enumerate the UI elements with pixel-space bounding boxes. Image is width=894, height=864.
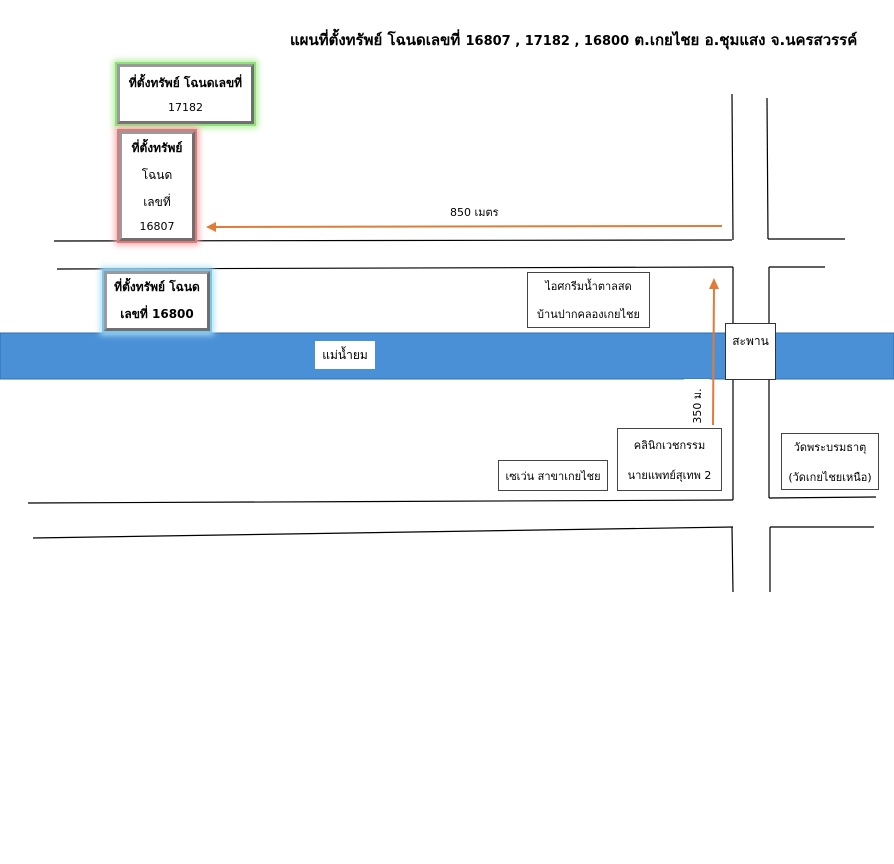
plot-label: ที่ตั้งทรัพย์	[131, 141, 183, 155]
title-numbers: 16807 , 17182 , 16800	[465, 34, 630, 49]
plot-number: เลขที่ 16800	[120, 307, 194, 321]
road-line	[27, 499, 734, 504]
ice-cream-shop-box: ไอศกรีมน้ำตาลสด บ้านปากคลองเกยไชย	[527, 272, 650, 328]
road-line	[731, 93, 734, 241]
plot-16807-box: ที่ตั้งทรัพย์ โฉนด เลขที่ 16807	[119, 131, 195, 241]
vertical-arrowhead	[709, 278, 719, 289]
landmark-label: (วัดเกยไชยเหนือ)	[788, 470, 872, 484]
road-lines	[27, 93, 877, 593]
plot-17182-box: ที่ตั้งทรัพย์ โฉนดเลขที่ 17182	[117, 64, 254, 124]
plot-number: 16807	[139, 220, 175, 233]
plot-label: เลขที่	[143, 195, 171, 209]
road-line	[56, 266, 734, 270]
plot-label: โฉนด	[141, 168, 173, 182]
road-line	[768, 496, 877, 499]
horizontal-arrow	[213, 225, 723, 228]
landmark-label: นายแพทย์สุเทพ 2	[627, 468, 712, 482]
horizontal-arrowhead	[206, 222, 216, 232]
distance-arrows	[206, 222, 723, 426]
plot-16800-box: ที่ตั้งทรัพย์ โฉนด เลขที่ 16800	[104, 271, 210, 331]
clinic-box: คลินิกเวชกรรม นายแพทย์สุเทพ 2	[617, 428, 722, 491]
seven-eleven-box: เซเว่น สาขาเกยไชย	[498, 460, 608, 491]
road-line	[731, 526, 734, 593]
road-line	[32, 526, 734, 539]
road-line	[766, 97, 769, 240]
distance-350-label: 350 ม.	[684, 379, 710, 429]
map-title: แผนที่ตั้งทรัพย์ โฉนดเลขที่ 16807 , 1718…	[290, 28, 857, 52]
plot-number: 17182	[168, 101, 203, 114]
bridge-label: สะพาน	[732, 334, 769, 348]
landmark-label: ไอศกรีมน้ำตาลสด	[545, 280, 632, 293]
landmark-label: วัดพระบรมธาตุ	[793, 440, 867, 454]
landmark-label: บ้านปากคลองเกยไชย	[537, 308, 640, 321]
title-suffix: ต.เกยไชย อ.ชุมแสง จ.นครสวรรค์	[634, 31, 858, 49]
plot-label: ที่ตั้งทรัพย์ โฉนดเลขที่	[128, 76, 243, 90]
distance-350-text: 350 ม.	[691, 388, 704, 424]
title-prefix: แผนที่ตั้งทรัพย์ โฉนดเลขที่	[290, 31, 461, 49]
temple-box: วัดพระบรมธาตุ (วัดเกยไชยเหนือ)	[781, 433, 879, 490]
bridge-box: สะพาน	[725, 323, 776, 380]
landmark-label: เซเว่น สาขาเกยไชย	[505, 469, 601, 483]
landmark-label: คลินิกเวชกรรม	[633, 438, 706, 452]
plot-label: ที่ตั้งทรัพย์ โฉนด	[114, 280, 200, 294]
vertical-arrow	[712, 285, 715, 426]
river-label: แม่น้ำยม	[315, 341, 375, 369]
distance-850-label: 850 เมตร	[450, 206, 499, 219]
